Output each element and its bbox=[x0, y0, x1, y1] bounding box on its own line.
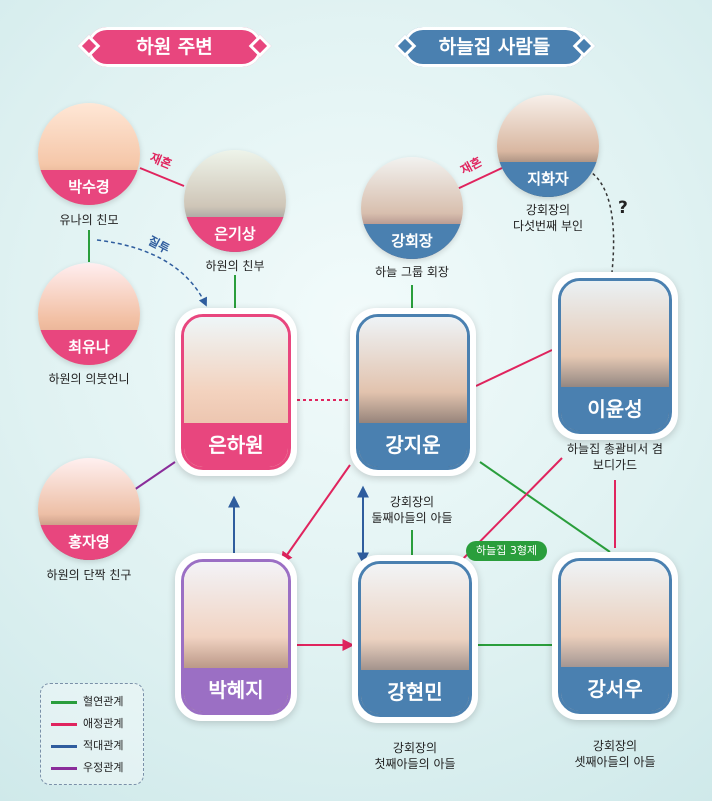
person-kang-hyunmin-desc-line1: 강회장의 bbox=[392, 741, 438, 755]
person-kang-seowoo-desc-line1: 강회장의 bbox=[592, 739, 638, 753]
header-hawon-side-label: 하원 주변 bbox=[136, 36, 213, 58]
line-jiwoon-hyeji bbox=[280, 464, 351, 564]
line-remarriage-left bbox=[139, 167, 185, 187]
person-hong-jayoung-desc: 하원의 단짝 친구 bbox=[46, 568, 132, 582]
header-haneul-family: 하늘집 사람들 bbox=[393, 27, 596, 67]
legend-item-friendship: 우정관계 bbox=[51, 760, 123, 776]
legend-blood-label: 혈연관계 bbox=[83, 695, 124, 708]
person-kang-hyunmin[interactable]: 강현민 bbox=[352, 555, 478, 723]
person-kang-seowoo-name: 강서우 bbox=[561, 667, 669, 711]
person-kang-jiwoon[interactable]: 강지운 bbox=[350, 308, 476, 476]
header-haneul-family-label: 하늘집 사람들 bbox=[438, 36, 551, 58]
line-jayoung-hawon bbox=[133, 461, 176, 491]
line-jealousy bbox=[96, 239, 207, 307]
label-question: ? bbox=[618, 198, 628, 218]
person-hong-jayoung[interactable]: 홍자영 bbox=[38, 458, 140, 560]
person-park-hyeji[interactable]: 박혜지 bbox=[175, 553, 297, 721]
person-kang-hyunmin-desc: 강회장의 첫째아들의 아들 bbox=[355, 740, 475, 772]
legend: 혈연관계 애정관계 적대관계 우정관계 bbox=[40, 683, 144, 785]
line-jiwoon-seowoo bbox=[479, 461, 611, 553]
person-ji-hwaja[interactable]: 지화자 bbox=[497, 95, 599, 197]
legend-item-love: 애정관계 bbox=[51, 716, 123, 732]
person-kang-jiwoon-desc-line2: 둘째아들의 아들 bbox=[371, 511, 453, 525]
person-kang-seowoo[interactable]: 강서우 bbox=[552, 552, 678, 720]
person-kang-chairman-name: 강회장 bbox=[361, 224, 463, 259]
person-kang-seowoo-desc-line2: 셋째아들의 아들 bbox=[574, 755, 656, 769]
person-eun-hawon[interactable]: 은하원 bbox=[175, 308, 297, 476]
person-lee-yunsung-desc-line2: 보디가드 bbox=[592, 458, 638, 472]
person-kang-hyunmin-name: 강현민 bbox=[361, 670, 469, 714]
person-ji-hwaja-name: 지화자 bbox=[497, 162, 599, 197]
person-kang-jiwoon-name: 강지운 bbox=[359, 423, 467, 467]
person-eun-gisang[interactable]: 은기상 bbox=[184, 150, 286, 252]
person-choi-yuna[interactable]: 최유나 bbox=[38, 263, 140, 365]
person-kang-chairman-desc: 하늘 그룹 회장 bbox=[375, 265, 449, 279]
person-park-sookyung[interactable]: 박수경 bbox=[38, 103, 140, 205]
person-park-hyeji-name: 박혜지 bbox=[184, 668, 288, 712]
line-jiwoon-yunsung bbox=[475, 349, 553, 387]
person-kang-jiwoon-desc: 강회장의 둘째아들의 아들 bbox=[352, 494, 472, 526]
header-hawon-side: 하원 주변 bbox=[77, 27, 272, 67]
person-lee-yunsung[interactable]: 이윤성 bbox=[552, 272, 678, 440]
person-choi-yuna-desc: 하원의 의붓언니 bbox=[48, 372, 130, 386]
person-choi-yuna-name: 최유나 bbox=[38, 330, 140, 365]
legend-friendship-label: 우정관계 bbox=[83, 761, 124, 774]
person-eun-gisang-name: 은기상 bbox=[184, 217, 286, 252]
person-kang-jiwoon-desc-line1: 강회장의 bbox=[389, 495, 435, 509]
person-kang-seowoo-desc: 강회장의 셋째아들의 아들 bbox=[555, 738, 675, 770]
legend-item-blood: 혈연관계 bbox=[51, 694, 123, 710]
person-kang-hyunmin-desc-line2: 첫째아들의 아들 bbox=[374, 757, 456, 771]
legend-item-hostile: 적대관계 bbox=[51, 738, 123, 754]
person-lee-yunsung-desc-line1: 하늘집 총괄비서 겸 bbox=[567, 442, 663, 456]
person-lee-yunsung-desc: 하늘집 총괄비서 겸 보디가드 bbox=[545, 441, 685, 473]
person-park-sookyung-desc: 유나의 친모 bbox=[59, 213, 119, 227]
legend-hostile-label: 적대관계 bbox=[83, 739, 124, 752]
person-ji-hwaja-desc-line2: 다섯번째 부인 bbox=[512, 219, 584, 233]
person-eun-gisang-desc: 하원의 친부 bbox=[205, 259, 265, 273]
person-ji-hwaja-desc: 강회장의 다섯번째 부인 bbox=[488, 202, 608, 234]
person-eun-hawon-name: 은하원 bbox=[184, 423, 288, 467]
person-lee-yunsung-name: 이윤성 bbox=[561, 387, 669, 431]
person-hong-jayoung-name: 홍자영 bbox=[38, 525, 140, 560]
label-three-brothers: 하늘집 3형제 bbox=[466, 541, 548, 561]
person-park-sookyung-name: 박수경 bbox=[38, 170, 140, 205]
legend-love-label: 애정관계 bbox=[83, 717, 124, 730]
person-ji-hwaja-desc-line1: 강회장의 bbox=[525, 203, 571, 217]
person-kang-chairman[interactable]: 강회장 bbox=[361, 157, 463, 259]
